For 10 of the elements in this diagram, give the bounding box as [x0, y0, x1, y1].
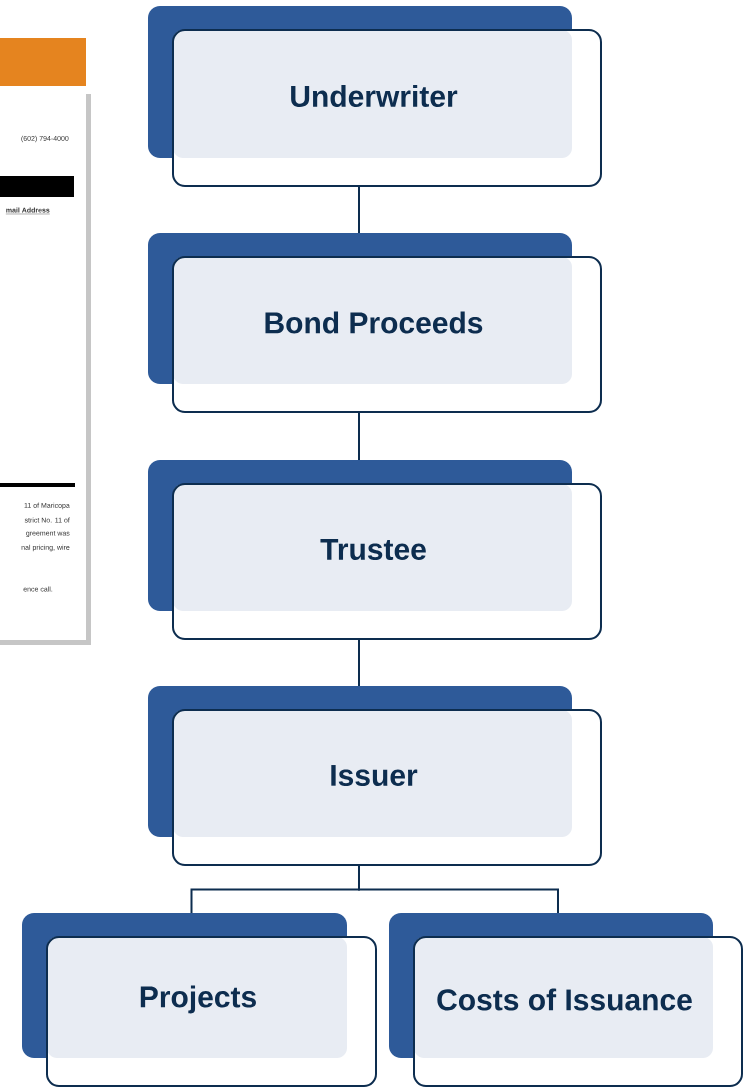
stacked-box: Costs of Issuance [389, 913, 743, 1087]
connector-line [358, 411, 360, 461]
connector-line [358, 185, 360, 234]
stacked-box: Issuer [148, 686, 602, 866]
stacked-box: Trustee [148, 460, 602, 640]
stacked-box: Underwriter [148, 6, 602, 187]
stacked-box: Projects [22, 913, 377, 1087]
connector-line [358, 864, 559, 914]
stacked-box: Bond Proceeds [148, 233, 602, 413]
connector-line [358, 638, 360, 687]
